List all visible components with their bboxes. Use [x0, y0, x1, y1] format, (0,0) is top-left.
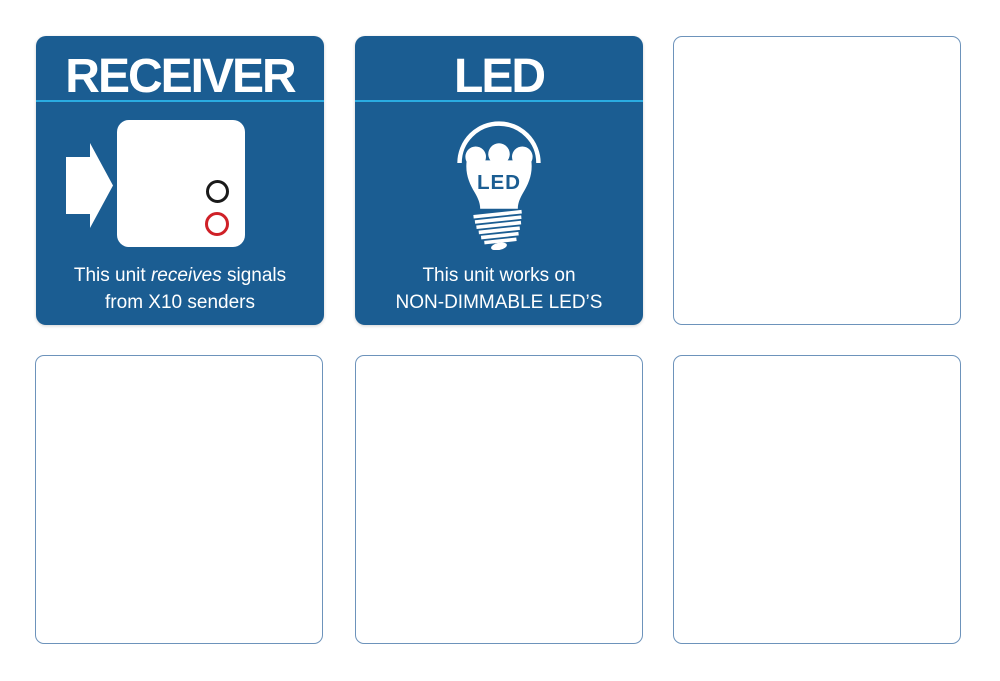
title-divider [36, 100, 324, 102]
tile-receiver: RECEIVER This unit receives signals from… [36, 36, 324, 325]
caption-segment: signals [221, 265, 287, 286]
receiver-module-icon [117, 120, 245, 247]
caption-segment: This unit [73, 265, 151, 286]
arrow-right-icon [66, 143, 113, 228]
indicator-circle-red-icon [205, 212, 229, 236]
receiver-title: RECEIVER [65, 49, 296, 103]
tile-empty-3 [355, 355, 643, 644]
led-bulb-icon: LED [457, 121, 541, 250]
tile-empty-4 [673, 355, 961, 644]
screw-base [473, 209, 522, 245]
title-divider [355, 100, 643, 102]
receiver-caption: This unit receives signals from X10 send… [42, 263, 318, 316]
led-caption: This unit works on NON-DIMMABLE LED’S [361, 263, 637, 316]
caption-segment-italic: receives [150, 265, 222, 286]
led-caption-line1: This unit works on [422, 265, 576, 286]
led-caption-line2: NON-DIMMABLE LED’S [395, 291, 603, 313]
tile-empty-1 [673, 36, 961, 325]
receiver-caption-line2: from X10 senders [105, 291, 255, 313]
bulb-label-text: LED [477, 171, 521, 194]
tile-led: LED LED This unit works on NON-DIMMABLE … [355, 36, 643, 325]
receiver-illustration [36, 101, 324, 261]
tile-empty-2 [35, 355, 323, 644]
indicator-circle-black-icon [206, 180, 229, 203]
led-title: LED [454, 49, 546, 103]
receiver-caption-line1: This unit receives signals [42, 263, 318, 290]
